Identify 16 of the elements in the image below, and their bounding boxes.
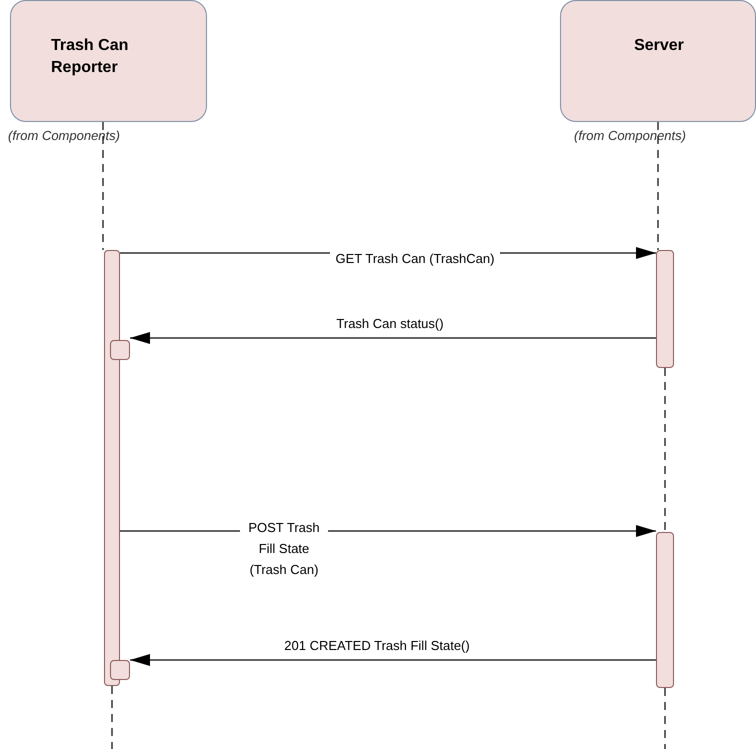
activation-bar <box>104 250 120 686</box>
participant-box <box>10 0 207 122</box>
message-arrow <box>130 332 656 344</box>
participant-box <box>560 0 756 122</box>
lifeline <box>664 368 666 532</box>
lifeline <box>657 122 659 250</box>
activation-bar <box>110 660 130 680</box>
activation-bar <box>656 532 674 688</box>
participant-name: Trash Can Reporter <box>51 36 130 78</box>
participant-name: Server <box>633 36 685 56</box>
stereotype-note: (from Components) <box>8 128 120 143</box>
lifeline <box>102 122 104 250</box>
activation-bar <box>110 340 130 360</box>
stereotype-note: (from Components) <box>574 128 686 143</box>
message-arrow <box>130 654 656 666</box>
activation-bar <box>656 250 674 368</box>
